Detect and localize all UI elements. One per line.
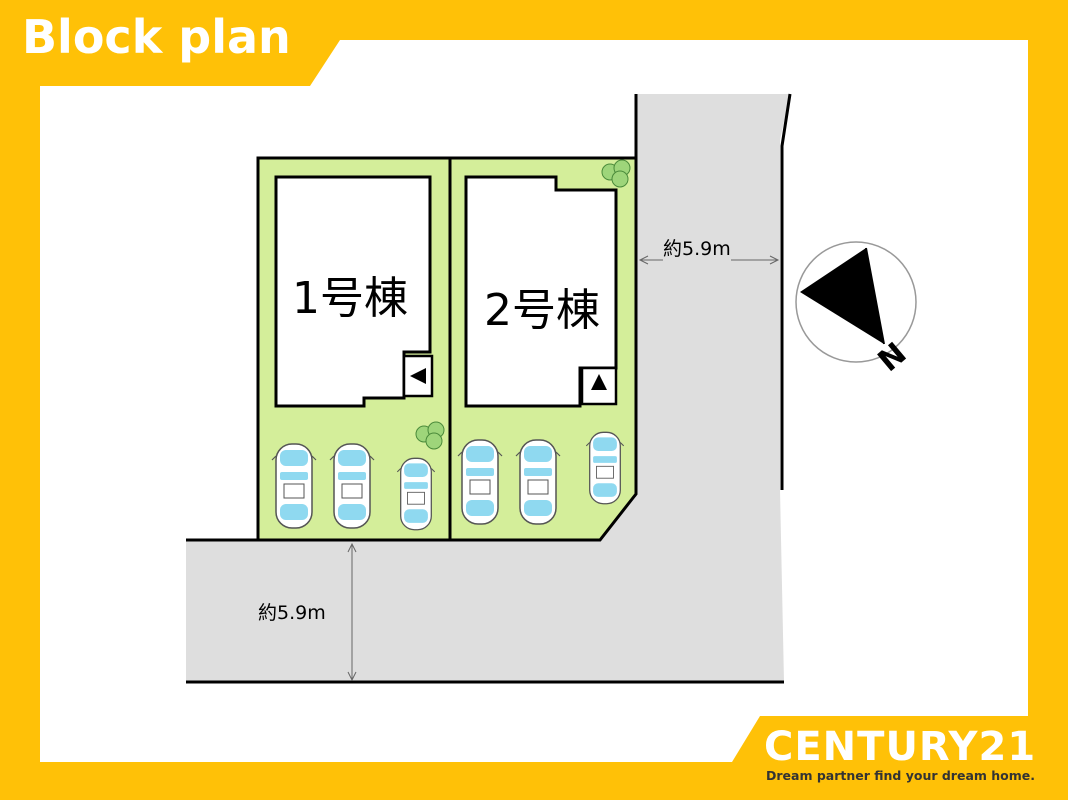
brand-tagline: Dream partner find your dream home.: [766, 768, 1036, 783]
road-east: [636, 94, 790, 490]
car-icon: [515, 439, 561, 525]
lot-2-label: 2号棟: [484, 285, 600, 336]
century21-logo: CENTURY21 Dream partner find your dream …: [740, 716, 1068, 800]
car-icon: [585, 431, 625, 505]
compass-icon: [795, 241, 917, 363]
entrance-arrow-up-icon: [591, 374, 607, 390]
entrance-arrow-left-icon: [410, 368, 426, 384]
page-title: Block plan: [22, 10, 291, 64]
car-icon: [271, 443, 317, 529]
road-east-dimension: 約5.9m: [663, 234, 731, 261]
lot-1-label: 1号棟: [292, 273, 408, 324]
car-icon: [396, 457, 436, 531]
road-south: [186, 490, 784, 682]
building-1: [274, 175, 432, 408]
car-icon: [457, 439, 503, 525]
road-south-dimension: 約5.9m: [258, 598, 326, 625]
car-icon: [329, 443, 375, 529]
brand-name: CENTURY21: [764, 724, 1037, 770]
